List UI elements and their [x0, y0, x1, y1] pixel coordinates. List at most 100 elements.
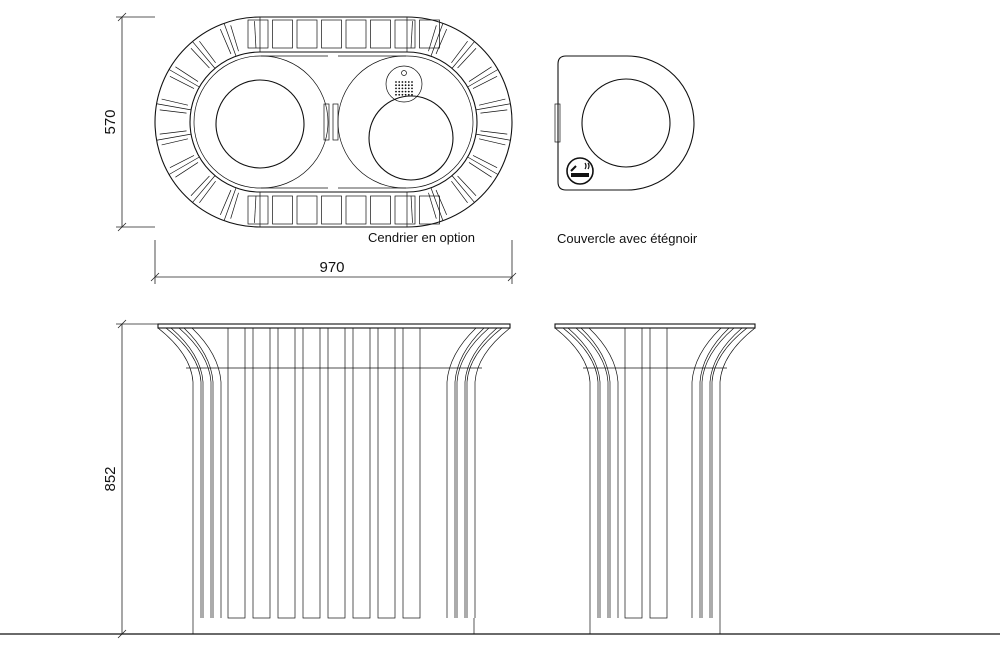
ashtray-hole [395, 93, 397, 96]
top-slat-divider [475, 103, 511, 111]
top-slat-divider [192, 41, 216, 69]
elevation-slat-curved [567, 327, 601, 618]
elevation-slat-curved [183, 327, 214, 618]
ashtray-hole [395, 87, 397, 90]
top-slat-upper [321, 19, 342, 49]
dimension-970-label: 970 [319, 259, 344, 276]
no-smoking-icon [566, 157, 594, 185]
elevation-slat-curved [191, 327, 222, 618]
elevation-slat [277, 327, 296, 619]
top-slat-edge [175, 66, 199, 82]
elevation-slat-curved [691, 327, 722, 618]
ashtray-hole [411, 93, 413, 96]
ashtray-hole [411, 81, 413, 83]
elevation-slat-curved [446, 327, 477, 618]
top-slat-divider [475, 133, 511, 141]
ashtray-hole [398, 93, 401, 96]
side-elevation [554, 323, 756, 634]
elevation-slat-curved [575, 327, 609, 618]
top-slat-lower [296, 195, 318, 225]
hinge-right [332, 103, 339, 141]
ashtray-hole [398, 84, 401, 87]
ashtray-hole [395, 84, 397, 87]
elevation-slat-curved [588, 327, 619, 618]
elevation-slat-curved [474, 327, 511, 618]
dimension-width-top: 970 [150, 240, 517, 284]
top-slat-edge [457, 48, 477, 69]
top-slat-edge [410, 195, 413, 223]
dimension-height-side: 852 [102, 319, 158, 639]
top-slat-divider [156, 133, 192, 141]
elevation-slat-curved [580, 327, 611, 618]
top-slat-edge [230, 25, 239, 52]
ashtray-hole [407, 90, 410, 93]
elevation-slat [327, 327, 346, 619]
top-slat-divider [156, 103, 192, 111]
ashtray-hole [401, 93, 404, 96]
elevation-slat [352, 327, 371, 619]
side-slats [554, 327, 756, 619]
elevation-slat-curved [170, 327, 204, 618]
elevation-slat [624, 327, 643, 619]
top-slat-divider [168, 156, 200, 175]
ashtray-hole [411, 84, 413, 87]
elevation-slat-curved [711, 327, 748, 618]
top-slat-lower [394, 195, 416, 225]
top-slat-divider [430, 187, 444, 221]
top-slat-edge [472, 76, 498, 89]
ashtray-hole [404, 90, 407, 93]
elevation-slat-curved [178, 327, 212, 618]
ashtray-hole [404, 87, 407, 90]
elevation-slat [377, 327, 396, 619]
top-slat-edge [435, 28, 447, 55]
top-slat-edge [199, 180, 216, 204]
left-opening [215, 79, 305, 169]
ashtray-hole [407, 81, 410, 83]
top-slat-lower [272, 195, 293, 225]
top-slat-edge [220, 28, 232, 55]
ashtray-hole [404, 93, 407, 96]
ashtray-hole [401, 87, 404, 90]
elevation-slat [402, 327, 421, 619]
top-slat-edge [199, 40, 216, 64]
top-slats [156, 17, 511, 227]
top-slat-edge [220, 189, 232, 216]
top-slat-edge [468, 66, 492, 82]
elevation-slat-curved [562, 327, 599, 618]
dimension-height-top: 570 [102, 12, 155, 232]
elevation-slat-curved [554, 327, 591, 618]
lid-opening [581, 78, 671, 168]
top-slat-edge [175, 162, 199, 178]
top-slat-edge [480, 130, 508, 135]
elevation-slat [252, 327, 271, 619]
top-slat-upper [247, 19, 269, 49]
top-slat-edge [190, 175, 210, 196]
top-slat-edge [254, 21, 257, 49]
ashtray-hole [395, 90, 397, 93]
top-slat-divider [467, 156, 499, 175]
ashtray-caption: Cendrier en option [368, 230, 475, 245]
top-slat-upper [370, 19, 391, 49]
top-slat-edge [159, 109, 187, 114]
top-view [154, 16, 513, 228]
top-slat-divider [192, 175, 216, 203]
elevation-slat-curved [701, 327, 735, 618]
ashtray-grid-icon [385, 65, 423, 103]
top-slat-edge [451, 40, 468, 64]
top-slat-upper [345, 19, 367, 49]
ashtray-hole [407, 93, 410, 96]
top-slat-edge [472, 155, 498, 168]
ashtray-hole [401, 90, 404, 93]
top-slat-edge [428, 192, 437, 219]
ashtray-hole [411, 87, 413, 90]
top-slat-upper [296, 19, 318, 49]
top-slat-edge [478, 98, 506, 106]
ashtray-hole [407, 87, 410, 90]
elevation-slat-curved [464, 327, 498, 618]
elevation-slat-curved [699, 327, 730, 618]
top-slat-divider [451, 175, 475, 203]
ashtray-hole [395, 81, 397, 83]
top-slat-lower [419, 195, 440, 225]
